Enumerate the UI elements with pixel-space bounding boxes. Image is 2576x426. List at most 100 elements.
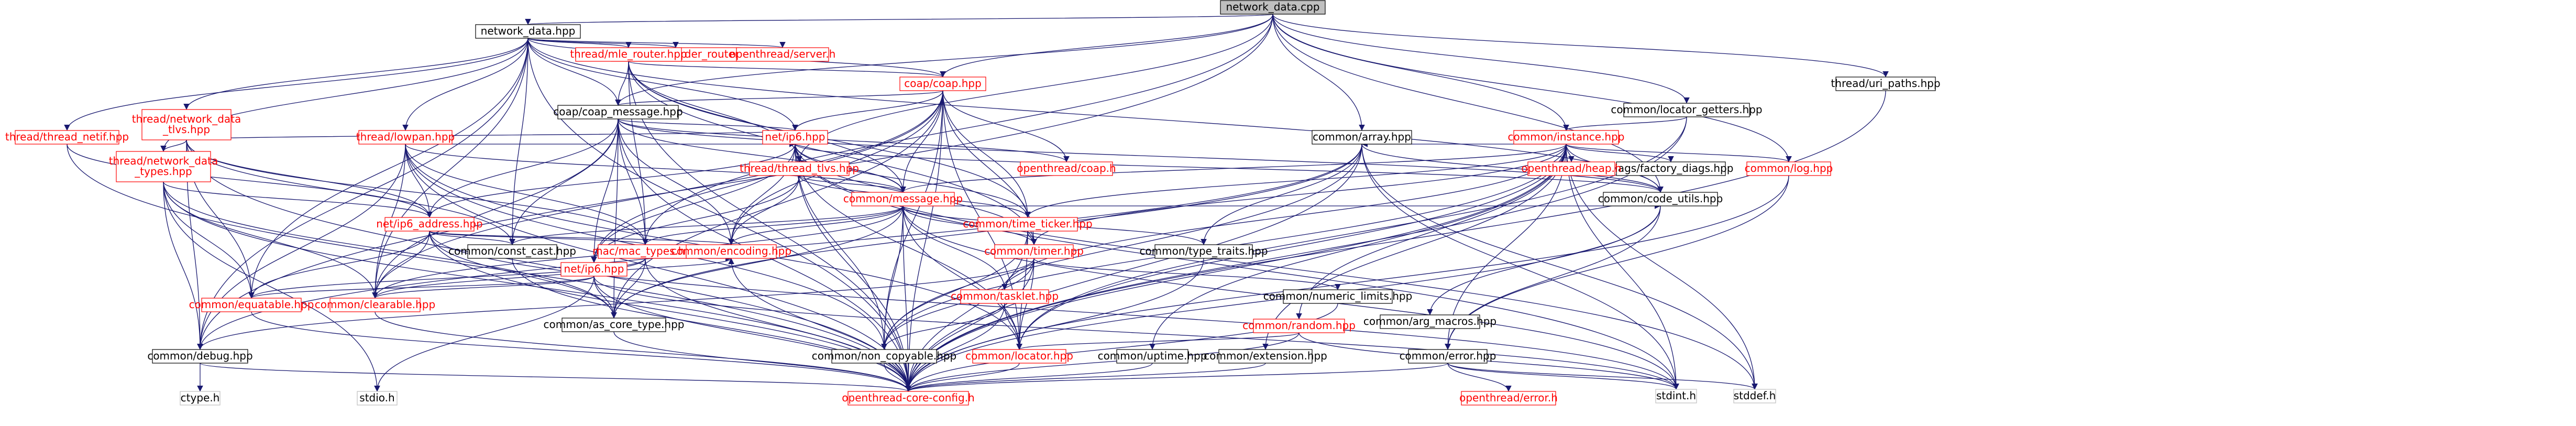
node-common-log-hpp[interactable]: common/log.hpp xyxy=(1745,161,1833,176)
node-label: coap/coap.hpp xyxy=(904,77,982,90)
node-openthread-server-h[interactable]: openthread/server.h xyxy=(730,47,836,62)
node-common-locator-hpp[interactable]: common/locator.hpp xyxy=(965,349,1073,364)
node-box xyxy=(1020,161,1113,176)
node-label: stddef.h xyxy=(1734,389,1776,402)
node-openthread-core-config-h[interactable]: openthread-core-config.h xyxy=(842,391,975,406)
dependency-edge xyxy=(372,90,943,299)
node-common-type-traits-hpp[interactable]: common/type_traits.hpp xyxy=(1139,244,1268,259)
node-common-code-utils-hpp[interactable]: common/code_utils.hpp xyxy=(1598,192,1723,206)
node-thread-network-data-tlvs-hpp[interactable]: thread/network_data_tlvs.hpp xyxy=(132,109,241,140)
node-common-equatable-hpp[interactable]: common/equatable.hpp xyxy=(189,298,314,312)
node-box xyxy=(357,391,398,406)
dependency-edge xyxy=(1566,144,1792,162)
node-thread-mle-router-hpp[interactable]: thread/mle_router.hpp xyxy=(570,47,687,62)
node-common-instance-hpp[interactable]: common/instance.hpp xyxy=(1508,130,1625,145)
node-label: stdio.h xyxy=(359,391,394,404)
dependency-edge xyxy=(1272,14,1690,104)
dependency-edge xyxy=(429,231,515,245)
node-label: network_data.hpp xyxy=(481,25,576,37)
dependency-edge xyxy=(1445,144,1567,350)
dependency-edge xyxy=(942,90,1031,218)
node-label: openthread/heap.h xyxy=(1521,162,1621,174)
node-common-encoding-hpp[interactable]: common/encoding.hpp xyxy=(671,244,791,259)
dependency-edge xyxy=(905,144,1567,392)
node-common-random-hpp[interactable]: common/random.hpp xyxy=(1242,319,1356,333)
node-openthread-coap-h[interactable]: openthread/coap.h xyxy=(1017,161,1116,176)
dependency-edge xyxy=(942,90,1070,162)
dependency-edge xyxy=(1272,14,1792,162)
dependency-edge xyxy=(1201,144,1362,245)
node-common-locator-getters-hpp[interactable]: common/locator_getters.hpp xyxy=(1611,103,1763,117)
node-common-non-copyable-hpp[interactable]: common/non_copyable.hpp xyxy=(812,349,956,364)
node-thread-uri-paths-hpp[interactable]: thread/uri_paths.hpp xyxy=(1831,77,1941,91)
node-label: mac/mac_types.hpp xyxy=(592,245,698,257)
node-box xyxy=(1218,349,1313,364)
node-box xyxy=(1733,389,1776,403)
node-common-as-core-type-hpp[interactable]: common/as_core_type.hpp xyxy=(544,318,685,332)
node-label: thread/mle_router.hpp xyxy=(570,48,687,60)
node-diags-factory-diags-hpp[interactable]: diags/factory_diags.hpp xyxy=(1609,161,1734,176)
dependency-edge xyxy=(163,181,255,299)
node-network-data-cpp[interactable]: network_data.cpp xyxy=(1220,0,1326,15)
dependency-edge xyxy=(251,311,911,392)
dependency-edge xyxy=(163,181,380,392)
node-box xyxy=(960,289,1049,304)
node-common-numeric-limits-hpp[interactable]: common/numeric_limits.hpp xyxy=(1263,289,1413,304)
dependency-edge xyxy=(1563,116,1687,131)
node-common-extension-hpp[interactable]: common/extension.hpp xyxy=(1204,349,1327,364)
node-common-array-hpp[interactable]: common/array.hpp xyxy=(1312,130,1412,145)
node-openthread-error-h[interactable]: openthread/error.h xyxy=(1459,391,1558,406)
node-net-ip6-address-hpp[interactable]: net/ip6_address.hpp xyxy=(376,217,483,232)
node-box xyxy=(1746,161,1831,176)
node-box xyxy=(831,349,937,364)
dependency-edge xyxy=(405,144,648,245)
node-net-ip6-hpp[interactable]: net/ip6.hpp xyxy=(762,130,828,145)
node-label: ctype.h xyxy=(181,391,220,404)
dependency-edge xyxy=(512,258,911,392)
dependency-edge xyxy=(615,61,629,106)
node-common-arg-macros-hpp[interactable]: common/arg_macros.hpp xyxy=(1363,314,1496,329)
dependency-edge xyxy=(527,38,621,106)
node-common-message-hpp[interactable]: common/message.hpp xyxy=(843,192,963,206)
node-label: common/equatable.hpp xyxy=(189,298,314,311)
dependency-edge xyxy=(905,144,1362,392)
node-box xyxy=(467,244,557,259)
node-box xyxy=(358,130,453,145)
dependency-edge xyxy=(372,231,430,299)
node-coap-coap-message-hpp[interactable]: coap/coap_message.hpp xyxy=(553,105,683,119)
node-common-uptime-hpp[interactable]: common/uptime.hpp xyxy=(1098,349,1207,364)
dependency-edge xyxy=(905,90,943,392)
node-net-ip6-hpp[interactable]: net/ip6.hpp xyxy=(560,262,628,277)
node-common-time-ticker-hpp[interactable]: common/time_ticker.hpp xyxy=(963,217,1093,232)
node-thread-thread-netif-hpp[interactable]: thread/thread_netif.hpp xyxy=(5,130,129,145)
dependency-edge xyxy=(1296,144,1567,320)
node-common-const-cast-hpp[interactable]: common/const_cast.hpp xyxy=(448,244,576,259)
node-box xyxy=(1220,0,1326,15)
node-label: common/locator.hpp xyxy=(965,349,1073,362)
node-thread-thread-tlvs-hpp[interactable]: thread/thread_tlvs.hpp xyxy=(740,161,859,176)
node-common-debug-hpp[interactable]: common/debug.hpp xyxy=(147,349,253,364)
node-box xyxy=(152,349,248,364)
node-openthread-heap-h[interactable]: openthread/heap.h xyxy=(1521,161,1622,176)
node-thread-network-data-types-hpp[interactable]: thread/network_data_types.hpp xyxy=(109,151,218,182)
node-common-clearable-hpp[interactable]: common/clearable.hpp xyxy=(315,298,435,312)
node-label: common/debug.hpp xyxy=(147,349,252,362)
dependency-edge xyxy=(905,363,1020,392)
node-box xyxy=(560,262,628,277)
dependency-edge xyxy=(618,118,734,245)
dependency-edge xyxy=(186,139,433,218)
dependency-edge xyxy=(1566,144,1758,390)
node-common-timer-hpp[interactable]: common/timer.hpp xyxy=(984,244,1084,259)
dependency-edge xyxy=(881,144,1362,350)
node-thread-lowpan-hpp[interactable]: thread/lowpan.hpp xyxy=(356,130,455,145)
node-common-error-hpp[interactable]: common/error.hpp xyxy=(1400,349,1496,364)
node-box xyxy=(384,217,475,232)
dependency-edge xyxy=(1272,14,1664,193)
node-network-data-hpp[interactable]: network_data.hpp xyxy=(475,24,581,39)
dependency-edge xyxy=(900,90,943,193)
node-label: openthread/coap.h xyxy=(1017,162,1116,174)
node-common-tasklet-hpp[interactable]: common/tasklet.hpp xyxy=(951,289,1059,304)
node-coap-coap-hpp[interactable]: coap/coap.hpp xyxy=(899,77,986,91)
dependency-edge xyxy=(1298,332,1679,390)
